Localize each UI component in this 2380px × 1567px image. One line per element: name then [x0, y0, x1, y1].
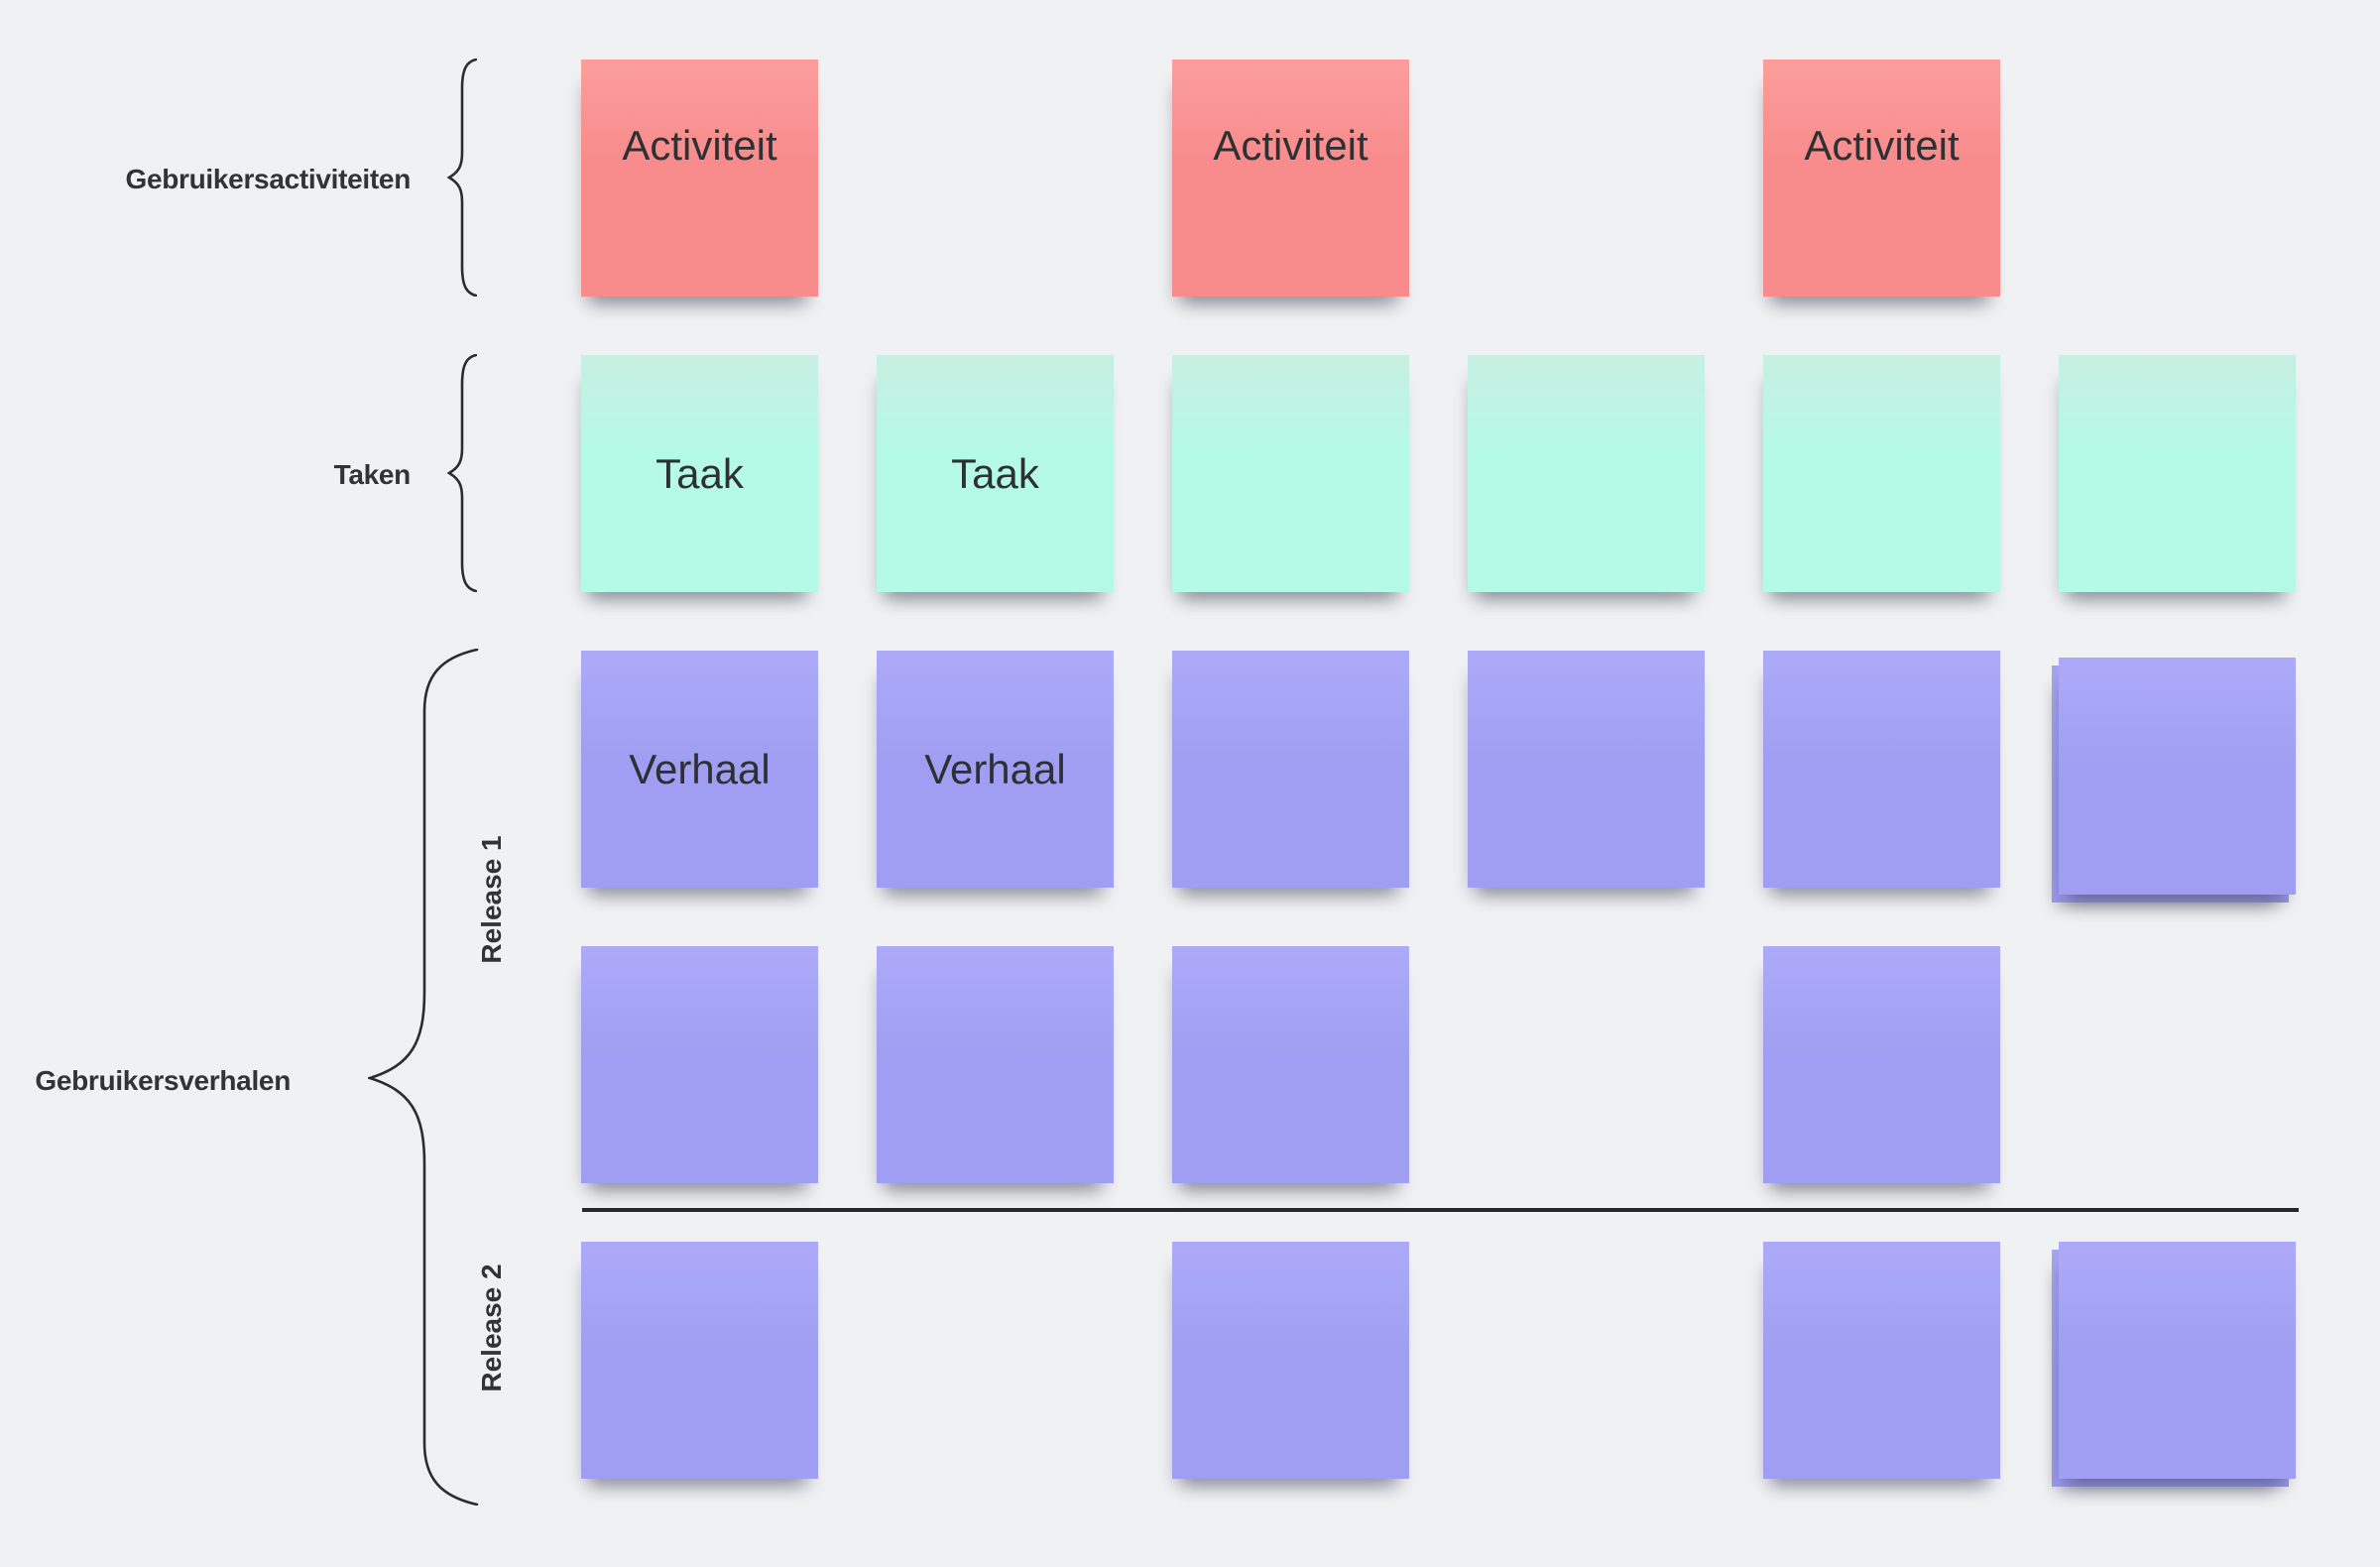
sticky-note-task[interactable] [1468, 355, 1705, 592]
activities-brace-icon [447, 59, 477, 297]
sticky-note-story[interactable] [1763, 1242, 2000, 1479]
sticky-note-task[interactable] [1172, 355, 1409, 592]
row-label-stories: Gebruikersverhalen [35, 1065, 291, 1096]
note-label: Activiteit [1213, 122, 1368, 169]
sticky-note-task[interactable] [1763, 355, 2000, 592]
note-label: Activiteit [1804, 122, 1960, 169]
sticky-note-story[interactable] [581, 946, 818, 1183]
sticky-note-story[interactable] [581, 1242, 818, 1479]
sticky-note-activity[interactable]: Activiteit [581, 60, 818, 297]
note-label: Activiteit [622, 122, 777, 169]
stories-brace-icon [368, 649, 479, 1506]
sticky-note-activity[interactable]: Activiteit [1172, 60, 1409, 297]
sticky-note-story[interactable] [2059, 658, 2296, 895]
note-label: Verhaal [924, 745, 1066, 792]
sticky-note-activity[interactable]: Activiteit [1763, 60, 2000, 297]
sticky-note-story[interactable] [1763, 946, 2000, 1183]
note-label: Verhaal [629, 745, 771, 792]
sticky-note-task[interactable]: Taak [877, 355, 1114, 592]
note-label: Taak [655, 449, 744, 497]
note-label: Taak [951, 449, 1039, 497]
sticky-note-story[interactable] [877, 946, 1114, 1183]
release-1-label: Release 1 [476, 835, 507, 964]
sticky-note-story[interactable] [1172, 1242, 1409, 1479]
sticky-note-story[interactable]: Verhaal [581, 651, 818, 888]
sticky-note-task[interactable]: Taak [581, 355, 818, 592]
release-divider [582, 1208, 2299, 1212]
sticky-note-story[interactable] [1468, 651, 1705, 888]
row-label-tasks: Taken [333, 459, 412, 490]
sticky-note-story[interactable] [1172, 651, 1409, 888]
sticky-note-story[interactable]: Verhaal [877, 651, 1114, 888]
tasks-brace-icon [447, 354, 477, 592]
sticky-note-story[interactable] [1763, 651, 2000, 888]
release-2-label: Release 2 [476, 1264, 507, 1392]
row-label-activities: Gebruikersactiviteiten [125, 164, 411, 194]
sticky-note-task[interactable] [2059, 355, 2296, 592]
sticky-note-story[interactable] [2059, 1242, 2296, 1479]
sticky-note-story[interactable] [1172, 946, 1409, 1183]
